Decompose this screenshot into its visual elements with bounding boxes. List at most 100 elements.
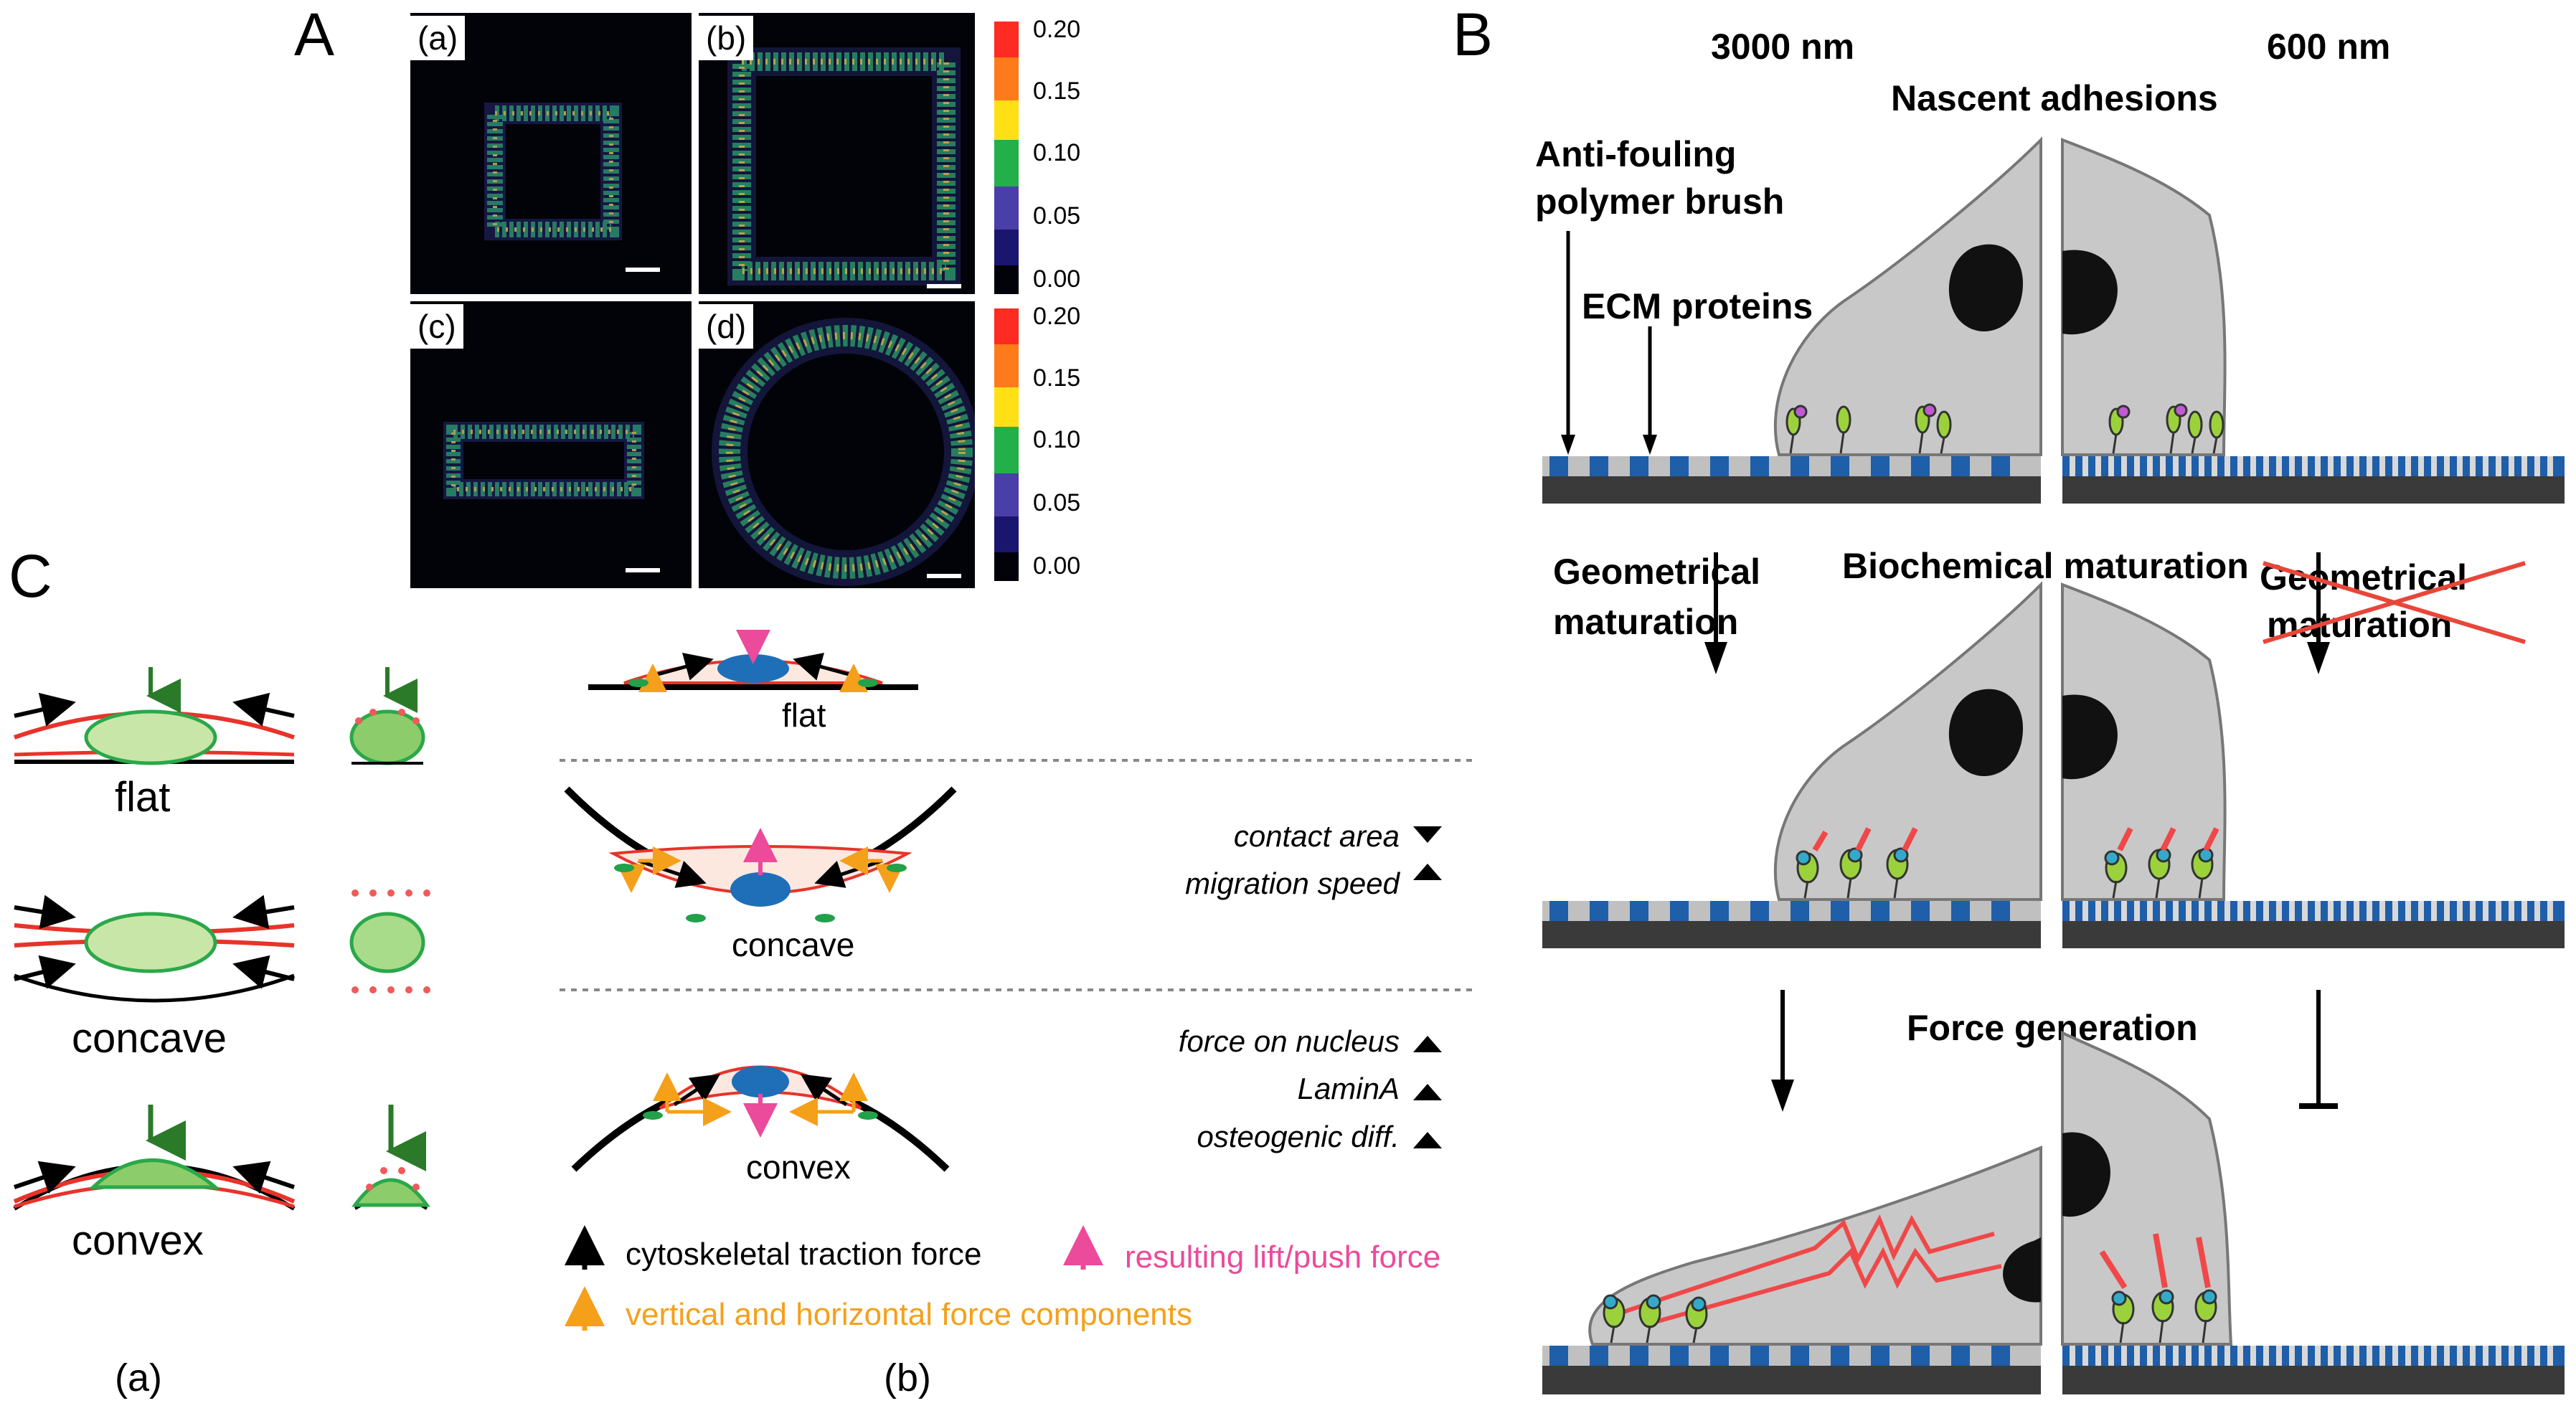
up-triangle-lamin <box>1413 1084 1442 1100</box>
substrate-pattern-block <box>1911 456 1930 476</box>
substrate-pattern-block <box>2250 456 2256 476</box>
substrate-pattern-block <box>2341 456 2346 476</box>
substrate-pattern-block <box>1670 901 1689 921</box>
substrate-pattern-block <box>2457 901 2463 921</box>
substrate-pattern-block <box>2547 456 2553 476</box>
shape-label-concave: concave <box>72 1015 227 1062</box>
substrate-pattern-block <box>2070 456 2075 476</box>
substrate-pattern-block <box>2457 456 2463 476</box>
substrate-pattern-block <box>2237 901 2243 921</box>
substrate-pattern-block <box>2418 901 2424 921</box>
colorbar-bottom-tick: 0.15 <box>1033 364 1081 392</box>
panel-c-b-diagram <box>560 630 1478 1331</box>
substrate-pattern-block <box>2534 456 2540 476</box>
actin-stubs-left-row2 <box>1812 827 1918 852</box>
integrins-right-row1 <box>2108 403 2224 454</box>
substrate-pattern-block <box>2534 901 2540 921</box>
subpanel-label-d: (d) <box>699 304 754 349</box>
substrate-pattern-block <box>2444 456 2450 476</box>
force-generation-label: Force generation <box>1907 1008 2198 1048</box>
substrate-pattern-block <box>2263 456 2269 476</box>
substrate-pattern-block <box>2328 901 2334 921</box>
panel-c-concave-label: concave <box>732 926 855 963</box>
substrate-pattern-block <box>2095 1346 2101 1366</box>
substrate-pattern-block <box>2147 456 2153 476</box>
substrate-pattern-block <box>1991 1346 2010 1366</box>
substrate-pattern-block <box>1630 1346 1648 1366</box>
substrate-pattern-block <box>2186 901 2192 921</box>
substrate-pattern-block <box>2496 901 2501 921</box>
substrate-pattern-block <box>2263 1346 2269 1366</box>
substrate-pattern-block <box>1670 456 1689 476</box>
substrate-pattern-block <box>2367 1346 2372 1366</box>
effect-migration-speed: migration speed <box>1185 867 1400 900</box>
colorbar-top <box>994 22 1019 294</box>
panel-b-diagram <box>1542 136 2565 1394</box>
substrate-pattern-block <box>2521 456 2527 476</box>
substrate-pattern-block <box>2354 901 2359 921</box>
substrate-pattern-block <box>2121 1346 2127 1366</box>
substrate-pattern-block <box>1630 456 1648 476</box>
substrate-pattern-block <box>2108 1346 2114 1366</box>
substrate-pattern-block <box>2315 456 2321 476</box>
shape-label-flat: flat <box>115 774 171 821</box>
substrate-pattern-block <box>2134 1346 2140 1366</box>
colorbar-bottom-tick: 0.05 <box>1033 489 1081 516</box>
substrate-pattern-block <box>2186 456 2192 476</box>
substrate-pattern-block <box>2237 1346 2243 1366</box>
square-small-adhesion-map <box>484 103 660 272</box>
substrate-pattern-block <box>2095 901 2101 921</box>
effect-osteogenic: osteogenic diff. <box>1197 1120 1400 1153</box>
effect-force-on-nucleus: force on nucleus <box>1178 1024 1400 1058</box>
up-triangle-migration <box>1413 864 1442 880</box>
brush-label-line1: Anti-fouling <box>1535 134 1737 174</box>
microscopy-tile-c <box>410 301 692 588</box>
substrate-pattern-block <box>2444 1346 2450 1366</box>
substrate-pattern-block <box>1911 1346 1930 1366</box>
colorbar-top-tick: 0.20 <box>1033 16 1081 43</box>
colorbar-bottom <box>994 308 1019 581</box>
nucleus-left-row1 <box>1948 244 2023 332</box>
stress-fibers-left-row3 <box>1620 1214 2002 1326</box>
substrate-pattern-block <box>2276 1346 2282 1366</box>
substrate-pattern-block <box>2470 901 2476 921</box>
clustered-adhesions-left-row2 <box>1796 847 1909 899</box>
actin-stubs-right-row2 <box>2117 827 2219 851</box>
substrate-pattern-block <box>1991 901 2010 921</box>
substrate-pattern-block <box>2070 901 2075 921</box>
substrate-pattern-block <box>1791 901 1809 921</box>
substrate-pattern-block <box>2276 456 2282 476</box>
nucleus-left-row3 <box>2003 1237 2041 1303</box>
substrate-pattern-block <box>2212 1346 2217 1366</box>
subpanel-label-c: (c) <box>410 304 463 349</box>
substrate-pattern-block <box>2405 1346 2411 1366</box>
panel-c-a-diagram <box>13 667 430 1211</box>
substrate-pattern-block <box>2276 901 2282 921</box>
substrate-pattern-block <box>2470 1346 2476 1366</box>
square-large-adhesion-map <box>727 47 961 288</box>
substrate-pattern-block <box>2341 901 2346 921</box>
substrate-pattern-block <box>2457 1346 2463 1366</box>
microscopy-tile-d <box>699 301 980 588</box>
substrate-pattern-block <box>2534 1346 2540 1366</box>
substrate-pattern-block <box>2082 456 2088 476</box>
substrate-pattern-block <box>2431 1346 2437 1366</box>
substrate-pattern-block <box>2108 901 2114 921</box>
substrate-pattern-block <box>1871 901 1889 921</box>
geometrical-maturation-line1: Geometrical <box>1553 552 1761 592</box>
shape-label-convex: convex <box>72 1217 204 1264</box>
substrate-pattern-block <box>2160 901 2166 921</box>
brush-label-line2: polymer brush <box>1535 181 1785 222</box>
substrate-pattern-block <box>2250 1346 2256 1366</box>
substrate-pattern-block <box>2199 456 2204 476</box>
substrate-pattern-block <box>2354 456 2359 476</box>
substrate-pattern-block <box>2134 456 2140 476</box>
substrate-pattern-block <box>1831 456 1849 476</box>
substrate-pattern-block <box>2328 1346 2334 1366</box>
substrate-pattern-block <box>2521 1346 2527 1366</box>
substrate-pattern-block <box>1549 901 1568 921</box>
cell-left-row1 <box>1773 136 2042 456</box>
column-label-right: 600 nm <box>2267 27 2391 67</box>
rectangle-adhesion-map <box>443 422 660 572</box>
substrate-pattern-block <box>2354 1346 2359 1366</box>
